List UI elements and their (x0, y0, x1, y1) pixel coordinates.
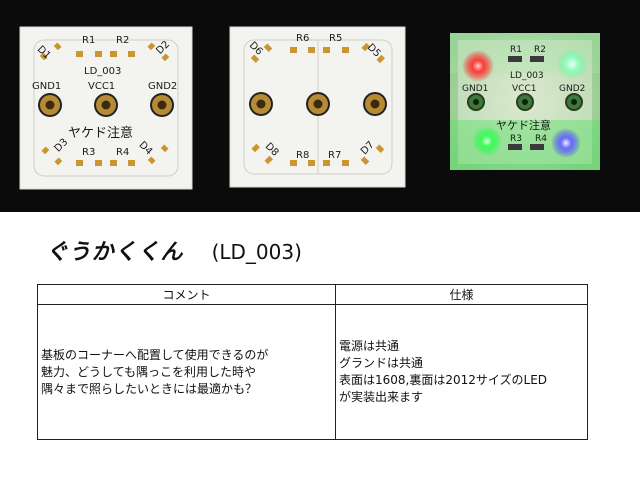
silk-lit-gnd1: GND1 (462, 84, 488, 94)
spec-cell: 電源は共通 グランドは共通 表面は1608,裏面は2012サイズのLED が実装… (335, 304, 588, 440)
silk-lit-r2: R2 (534, 45, 546, 55)
comment-line: 隅々まで照らしたいときには最適かも？ (41, 381, 258, 396)
comment-line: 基板のコーナーへ配置して使用できるのが (41, 347, 269, 362)
spec-table-header-row: コメント 仕様 (37, 284, 588, 305)
pcb-lit: R1 R2 LD_003 GND1 VCC1 GND2 ヤケド注意 R3 R4 (450, 33, 600, 170)
silk-lit-vcc1: VCC1 (512, 84, 536, 94)
silk-r4: R4 (116, 147, 129, 158)
led-glow-blue (551, 128, 581, 158)
header-comment: コメント (37, 284, 336, 305)
product-heading: ぐうかくくん (LD_003) (46, 234, 302, 268)
silk-r3: R3 (82, 147, 95, 158)
silk-lit-r1: R1 (510, 45, 522, 55)
silk-model: LD_003 (84, 66, 121, 77)
spec-line: 電源は共通 (339, 339, 400, 353)
spec-line: 表面は1608,裏面は2012サイズのLED (339, 373, 548, 387)
spec-line: が実装出来ます (339, 390, 424, 404)
silk-r8: R8 (296, 150, 309, 161)
product-photo-svg: D1 D2 D3 D4 R1 R2 LD_003 GND1 VCC1 GND2 … (19, 26, 600, 190)
silk-gnd1: GND1 (32, 81, 61, 92)
silk-r6: R6 (296, 33, 309, 44)
silk-lit-gnd2: GND2 (559, 84, 585, 94)
silk-caution: ヤケド注意 (68, 125, 133, 141)
spec-line: グランドは共通 (339, 356, 424, 370)
silk-r5: R5 (329, 33, 342, 44)
led-glow-green (472, 126, 502, 156)
pcb-back: D6 D5 D8 D7 R6 R5 R8 R7 (229, 26, 406, 188)
product-photo: D1 D2 D3 D4 R1 R2 LD_003 GND1 VCC1 GND2 … (0, 0, 640, 212)
comment-line: 魅力、どうしても隅っこを利用した時や (41, 364, 257, 379)
product-code: (LD_003) (211, 240, 302, 264)
spec-table: コメント 仕様 基板のコーナーへ配置して使用できるのが 魅力、どうしても隅っこを… (37, 284, 588, 440)
silk-r7: R7 (328, 150, 341, 161)
spec-table-row: 基板のコーナーへ配置して使用できるのが 魅力、どうしても隅っこを利用した時や 隅… (37, 304, 588, 440)
silk-lit-model: LD_003 (510, 71, 544, 81)
pcb-front: D1 D2 D3 D4 R1 R2 LD_003 GND1 VCC1 GND2 … (19, 26, 193, 190)
silk-r2: R2 (116, 35, 129, 46)
led-glow-cyan (557, 49, 587, 79)
header-spec: 仕様 (335, 284, 588, 305)
silk-lit-r3: R3 (510, 134, 522, 144)
silk-r1: R1 (82, 35, 95, 46)
silk-gnd2: GND2 (148, 81, 177, 92)
product-name: ぐうかくくん (46, 240, 184, 265)
led-glow-red (462, 50, 494, 82)
silk-lit-caution: ヤケド注意 (496, 118, 551, 132)
silk-vcc1: VCC1 (88, 81, 115, 92)
comment-cell: 基板のコーナーへ配置して使用できるのが 魅力、どうしても隅っこを利用した時や 隅… (37, 304, 336, 440)
silk-lit-r4: R4 (535, 134, 547, 144)
